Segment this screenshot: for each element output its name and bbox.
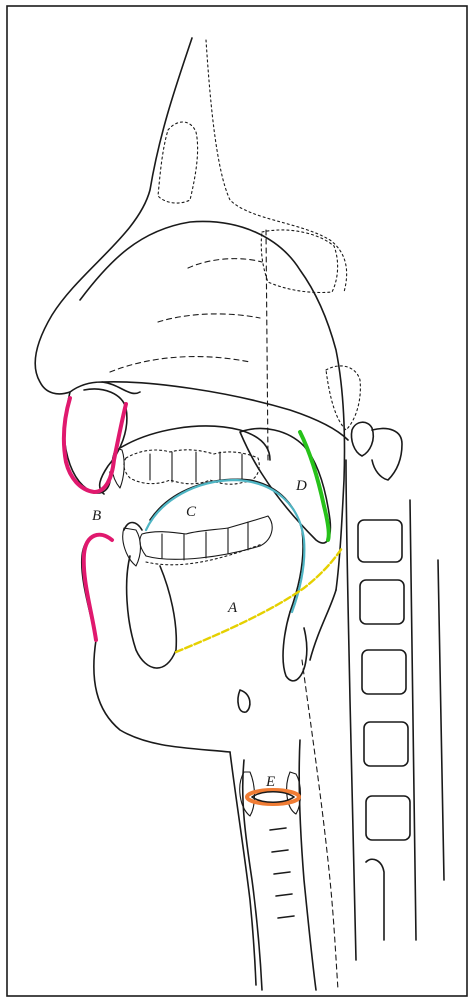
label-c: C [186, 504, 197, 520]
turbinate-upper [188, 259, 262, 268]
larynx-back [299, 740, 316, 990]
chin-outline [94, 640, 230, 752]
posterior-dashed-line [302, 660, 338, 990]
tracheal-rings [270, 828, 294, 918]
frontal-sinus [158, 122, 198, 203]
sinus-upper [206, 40, 347, 292]
turbinate-lower [110, 357, 250, 372]
region-b-lower-lip [84, 535, 112, 640]
hyoid [238, 690, 250, 712]
nasopharynx-wall [310, 590, 336, 660]
figure-frame [7, 6, 467, 996]
turbinate-middle [158, 314, 260, 322]
label-a: A [227, 600, 238, 616]
sphenoid-sinus [261, 230, 337, 293]
upper-teeth [112, 448, 259, 488]
upper-lip-inner [84, 389, 127, 494]
epiglottis [283, 612, 307, 681]
soft-palate [240, 428, 330, 543]
label-d: D [295, 478, 307, 494]
vertical-dashed-line [266, 230, 268, 460]
palate-lower-line [120, 426, 270, 460]
vocal-folds [252, 792, 294, 803]
label-b: B [92, 508, 101, 524]
nasal-cavity-outline [80, 221, 345, 590]
mandible-inner [127, 556, 177, 668]
label-e: E [265, 774, 275, 790]
nose-outline [35, 38, 192, 394]
lower-teeth [123, 516, 272, 566]
palate-upper-line [102, 382, 348, 440]
region-b-upper-lip [64, 398, 126, 492]
